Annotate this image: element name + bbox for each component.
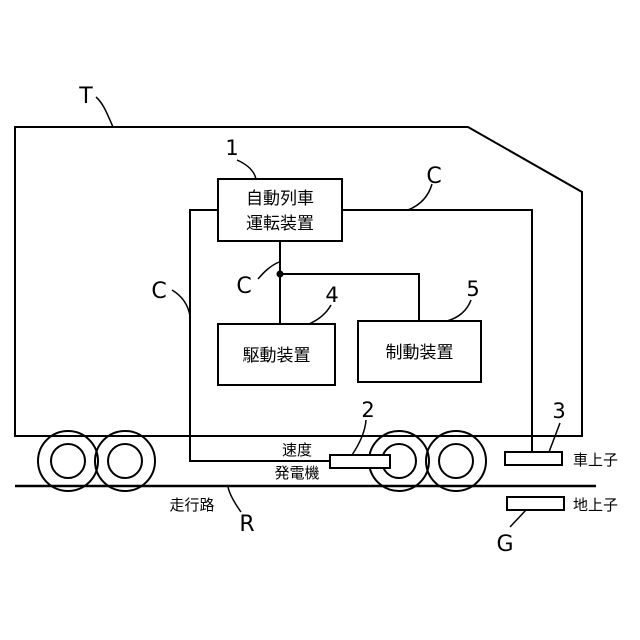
train-body-outline <box>15 127 582 436</box>
label-1: 1 <box>225 136 238 160</box>
label-C-left: C <box>151 279 166 304</box>
junction-to-brake-line <box>280 274 419 321</box>
brake-label: 制動装置 <box>386 343 454 363</box>
label-G: G <box>496 532 513 557</box>
onboard-text: 車上子 <box>573 451 618 469</box>
track-text: 走行路 <box>169 496 214 514</box>
junction-dot <box>277 271 284 278</box>
ground-unit-box <box>507 497 564 510</box>
ato-line2: 運転装置 <box>246 214 314 234</box>
label-4: 4 <box>325 283 338 307</box>
label-C-junction: C <box>236 274 251 299</box>
leader-5 <box>447 300 471 321</box>
leader-1 <box>237 160 256 179</box>
leader-G <box>510 510 526 527</box>
label-2: 2 <box>361 398 374 422</box>
label-R: R <box>239 512 254 537</box>
speed-text-line1: 速度 <box>282 441 312 459</box>
leader-2 <box>352 420 366 455</box>
leader-4 <box>309 305 331 324</box>
ground-text: 地上子 <box>573 496 618 514</box>
speed-generator-box <box>330 455 390 468</box>
leader-C-left <box>172 290 190 316</box>
leader-3 <box>549 423 560 452</box>
drive-label: 駆動装置 <box>243 346 311 366</box>
leader-T <box>96 97 113 127</box>
label-T: T <box>78 84 93 109</box>
leader-R <box>228 487 241 512</box>
speed-text-line2: 発電機 <box>274 464 319 482</box>
leader-C-junction <box>258 262 279 279</box>
ato-line1: 自動列車 <box>246 189 314 209</box>
label-5: 5 <box>466 277 479 301</box>
label-3: 3 <box>552 399 565 423</box>
label-C-top: C <box>426 164 441 189</box>
onboard-unit-box <box>505 452 562 465</box>
